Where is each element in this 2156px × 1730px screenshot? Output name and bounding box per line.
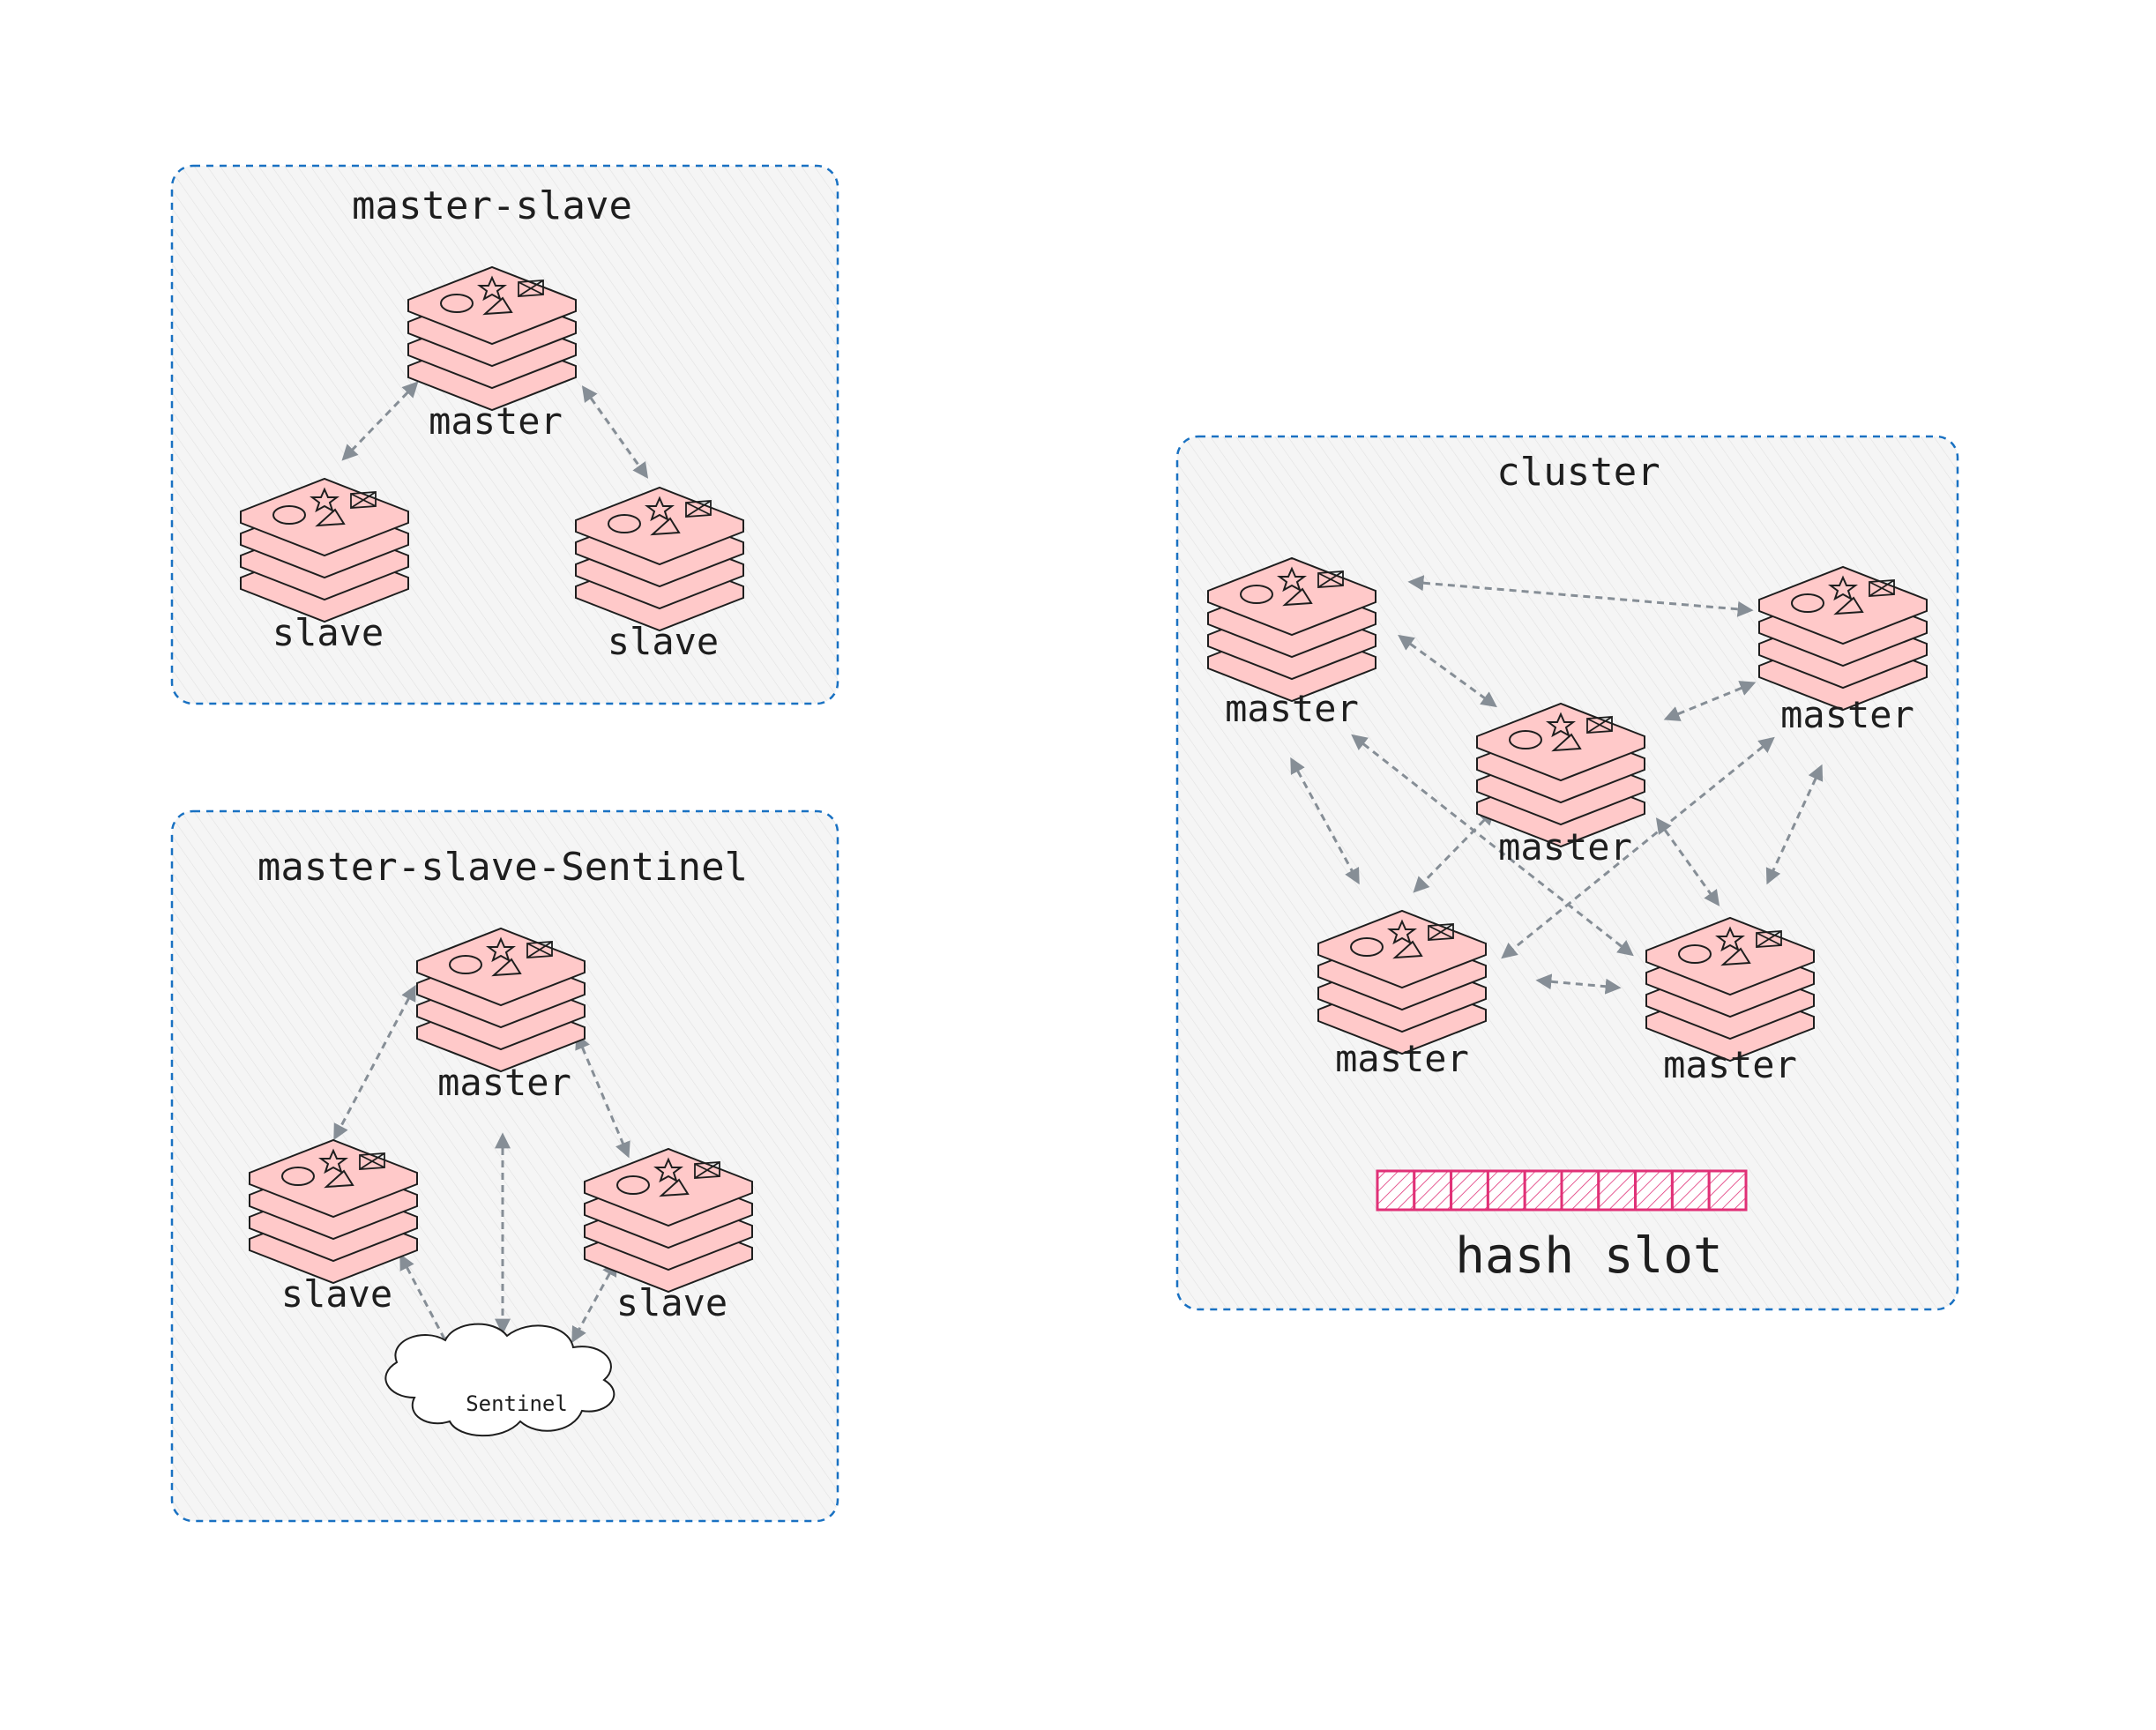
edge-tr-center xyxy=(1663,681,1757,721)
master-top-right-label: master xyxy=(1780,693,1914,736)
hash-slot-cell xyxy=(1413,1169,1453,1212)
slave-left-label: slave xyxy=(281,1272,392,1316)
edge-center-br xyxy=(1655,817,1720,906)
slave-left-label: slave xyxy=(272,611,384,654)
slave-right-label: slave xyxy=(608,620,719,663)
hash-slot-cell xyxy=(1486,1169,1526,1212)
hash-slot-cell xyxy=(1670,1169,1711,1212)
master-slave-group: master-slave master slave slave xyxy=(170,164,839,705)
edge-master-slave-right xyxy=(575,1033,630,1159)
hash-slot-cell xyxy=(1707,1169,1748,1212)
hash-slot-cell xyxy=(1634,1169,1674,1212)
master-label: master xyxy=(437,1061,571,1104)
sentinel-title: master-slave-Sentinel xyxy=(257,845,748,890)
edge-center-bl xyxy=(1413,809,1496,893)
hash-slot-cell xyxy=(1450,1169,1489,1212)
hash-slot-cell xyxy=(1597,1169,1638,1212)
cloud-icon xyxy=(384,1323,615,1437)
edge-tr-bl xyxy=(1501,736,1775,959)
cluster-title: cluster xyxy=(1496,450,1660,495)
edge-master-slave-right xyxy=(581,385,649,479)
sentinel-group: master-slave-Sentinel master slave slave… xyxy=(170,809,839,1523)
hash-slot-cell xyxy=(1376,1169,1416,1212)
edge-bl-br xyxy=(1535,973,1622,995)
hash-slot-bar xyxy=(1376,1169,1748,1212)
master-slave-title: master-slave xyxy=(352,183,632,228)
edge-tl-bl xyxy=(1290,757,1360,885)
master-bottom-left-label: master xyxy=(1335,1037,1469,1080)
sentinel-label: Sentinel xyxy=(466,1391,568,1416)
hash-slot-cell xyxy=(1560,1169,1600,1212)
edge-master-slave-left xyxy=(333,984,416,1141)
cluster-group: cluster master master master master mast… xyxy=(1175,435,1959,1311)
hash-slot-cell xyxy=(1523,1169,1563,1212)
edge-master-slave-left xyxy=(341,381,419,461)
master-label: master xyxy=(429,399,563,443)
hash-slot-label: hash slot xyxy=(1455,1227,1722,1285)
master-top-left-label: master xyxy=(1225,687,1359,730)
edge-slave-left-sentinel xyxy=(399,1253,451,1353)
edge-tr-br xyxy=(1765,764,1824,885)
master-bottom-right-label: master xyxy=(1663,1043,1797,1086)
master-center-label: master xyxy=(1498,825,1632,869)
slave-right-label: slave xyxy=(616,1281,727,1324)
edge-slave-right-sentinel xyxy=(571,1259,617,1344)
